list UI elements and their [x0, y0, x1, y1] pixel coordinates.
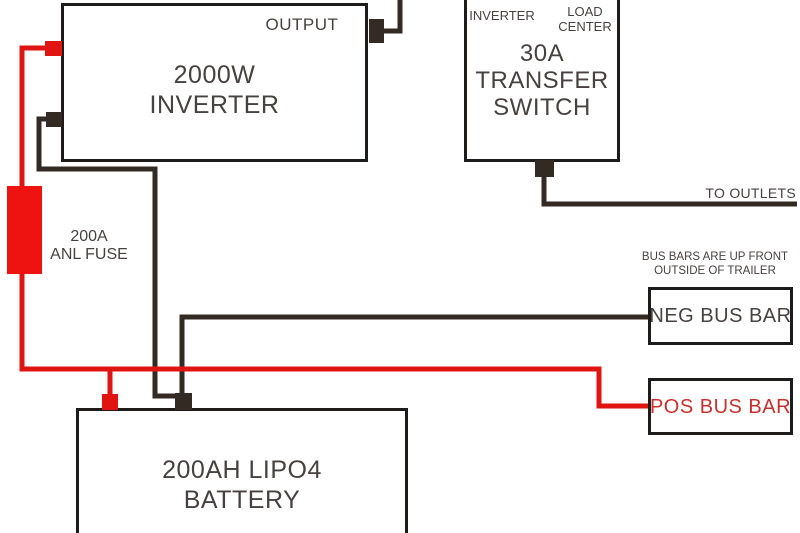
transfer-switch-output-terminal: [535, 160, 554, 177]
neg-bus-bar-box: [648, 287, 793, 345]
to-outlets-label: TO OUTLETS: [705, 185, 796, 201]
anl-fuse-label: 200A ANL FUSE: [44, 228, 134, 264]
battery-box: [76, 408, 408, 533]
pos-bus-bar-label: POS BUS BAR: [649, 396, 792, 418]
transfer-switch-box: [464, 0, 620, 162]
battery-negative-terminal: [175, 393, 192, 410]
positive-wire-inverter-to-fuse: [19, 45, 50, 190]
inverter-output-terminal: [369, 19, 384, 43]
transfer-switch-title: 30A TRANSFER SWITCH: [464, 40, 620, 121]
pos-bus-bar-box: [648, 378, 793, 435]
inverter-title-line1: 2000W: [173, 61, 256, 89]
inverter-negative-terminal: [46, 112, 62, 127]
battery-title-line2: BATTERY: [183, 486, 301, 514]
anl-fuse-body: [7, 186, 42, 274]
inverter-title: 2000W INVERTER: [61, 60, 368, 120]
transfer-switch-title-line2: TRANSFER: [475, 67, 609, 94]
battery-title: 200AH LIPO4 BATTERY: [76, 455, 408, 515]
fuse-label-line2: ANL FUSE: [50, 246, 128, 263]
transfer-switch-load-terminal-label: LOAD CENTER: [552, 4, 618, 34]
negative-wire-inverter-to-battery: [36, 116, 180, 399]
bus-bars-note-line2: OUTSIDE OF TRAILER: [654, 265, 776, 277]
bus-bars-note: BUS BARS ARE UP FRONT OUTSIDE OF TRAILER: [630, 250, 800, 278]
inverter-box: [61, 3, 368, 162]
inverter-title-line2: INVERTER: [149, 91, 280, 119]
wire-transfer-switch-to-outlets: [541, 172, 797, 207]
neg-bus-bar-label: NEG BUS BAR: [649, 305, 792, 327]
bus-bars-note-line1: BUS BARS ARE UP FRONT: [641, 251, 789, 263]
transfer-switch-inverter-terminal-label: INVERTER: [469, 8, 535, 23]
transfer-switch-title-line3: SWITCH: [493, 94, 591, 121]
battery-positive-terminal: [102, 394, 118, 410]
fuse-label-line1: 200A: [70, 228, 108, 245]
positive-wire-fuse-to-pos-bus-bar: [19, 268, 648, 409]
transfer-switch-title-line1: 30A: [519, 40, 565, 67]
negative-wire-battery-to-neg-bus-bar: [179, 314, 648, 398]
battery-title-line1: 200AH LIPO4: [162, 456, 322, 484]
inverter-output-label: OUTPUT: [265, 15, 339, 34]
inverter-positive-terminal: [45, 41, 62, 56]
load-label-line2: CENTER: [558, 19, 612, 34]
load-label-line1: LOAD: [567, 4, 603, 19]
wire-inverter-output-to-transfer-switch: [379, 0, 403, 34]
